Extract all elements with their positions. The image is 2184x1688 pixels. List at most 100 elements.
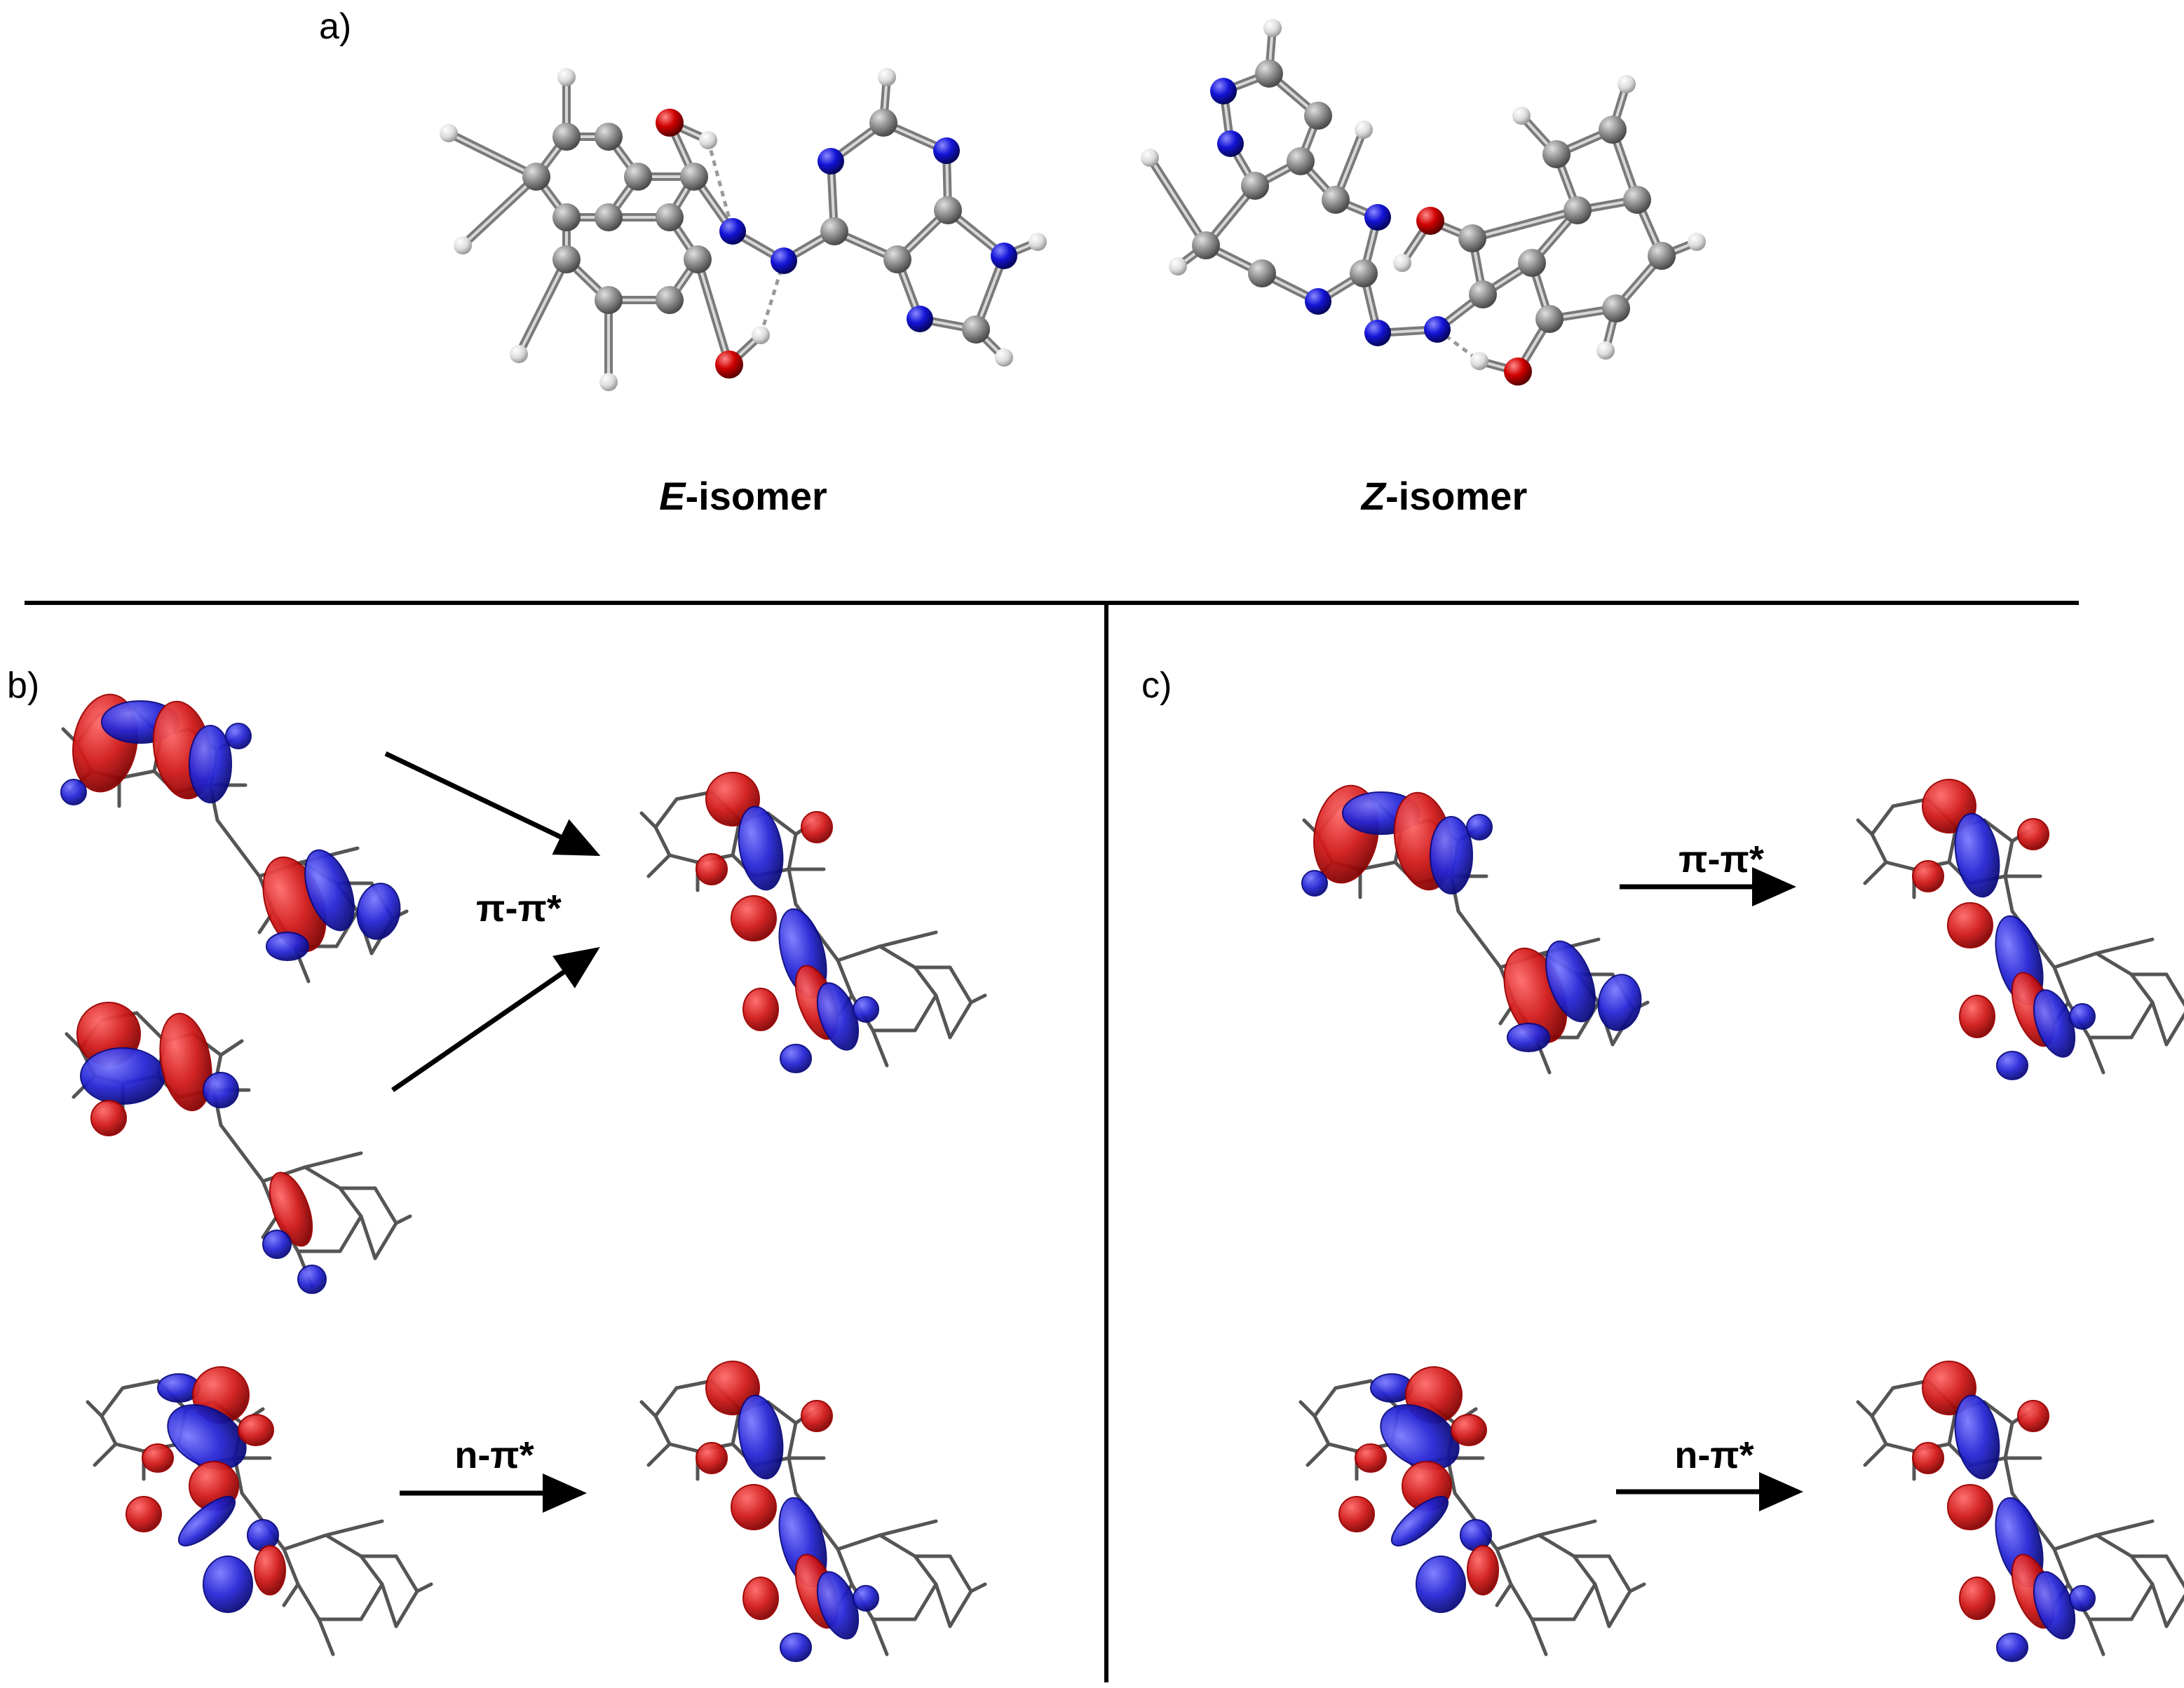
- wire-bond: [415, 1582, 433, 1593]
- wire-bond: [815, 930, 840, 962]
- positive-orbital-lobe: [1959, 1577, 1995, 1620]
- arrow-b-pi-lower: [391, 947, 600, 1092]
- negative-orbital-lobe: [1466, 814, 1493, 840]
- bond-highlight: [447, 132, 538, 178]
- wire-bond: [282, 1582, 300, 1607]
- wire-bond: [871, 1028, 889, 1068]
- carbon-atom: [1623, 186, 1651, 214]
- negative-orbital-lobe: [1597, 974, 1642, 1031]
- carbon-atom: [934, 196, 962, 224]
- wire-bond: [380, 1582, 398, 1628]
- wire-bond: [653, 825, 672, 857]
- wire-bond: [1628, 1582, 1646, 1593]
- wire-bond: [2150, 1000, 2169, 1047]
- carbon-atom: [1542, 140, 1571, 168]
- carbon-atom: [1255, 60, 1283, 88]
- positive-orbital-lobe: [731, 1484, 777, 1530]
- wire-bond: [2003, 1421, 2014, 1460]
- wire-bond: [2052, 965, 2070, 1005]
- wire-bond: [1537, 1519, 1597, 1537]
- wire-bond: [1982, 1400, 2014, 1425]
- wire-bond: [359, 1554, 384, 1586]
- wire-bond: [1593, 1582, 1611, 1628]
- wire-bond: [219, 1039, 244, 1057]
- carbon-atom: [684, 245, 712, 273]
- wire-bond: [1530, 1617, 1548, 1656]
- positive-orbital-lobe: [1338, 1496, 1375, 1532]
- carbon-atom: [883, 245, 911, 273]
- wire-bond: [653, 1414, 672, 1446]
- wire-bond: [836, 944, 882, 962]
- wire-bond: [2129, 972, 2155, 1005]
- negative-orbital-lobe: [853, 1585, 879, 1612]
- carbon-atom: [1248, 259, 1276, 287]
- wire-bond: [1863, 1442, 1888, 1467]
- oxygen-atom: [715, 350, 743, 379]
- negative-orbital-lobe: [266, 932, 309, 961]
- wire-bond: [359, 1214, 377, 1260]
- orbital-c-lumo-top: [1856, 779, 2184, 1080]
- wire-bond: [1870, 1414, 1888, 1446]
- negative-orbital-lobe: [1996, 1633, 2028, 1662]
- positive-orbital-lobe: [801, 811, 833, 843]
- wire-bond: [836, 1547, 854, 1586]
- orbital-c-lumo-bottom: [1856, 1361, 2184, 1662]
- wire-bond: [646, 853, 672, 878]
- wire-bond: [913, 1582, 938, 1621]
- negative-orbital-lobe: [738, 805, 784, 891]
- wire-bond: [1313, 1386, 1338, 1418]
- z-isomer-prefix: Z: [1361, 474, 1385, 518]
- carbon-atom: [1535, 305, 1564, 333]
- hydrogen-atom: [1355, 121, 1373, 139]
- nitrogen-atom: [991, 243, 1017, 269]
- carbon-atom: [1304, 102, 1332, 130]
- wire-bond: [1884, 860, 1916, 871]
- negative-orbital-lobe: [1954, 812, 2000, 898]
- wire-bond: [948, 1554, 973, 1593]
- wire-bond: [2087, 1617, 2105, 1656]
- wire-bond: [1607, 1589, 1632, 1628]
- bond-highlight: [696, 258, 731, 366]
- carbon-atom: [820, 217, 848, 245]
- wire-bond: [1856, 1400, 1874, 1418]
- panel-label-a: a): [319, 6, 352, 47]
- wire-bond: [948, 965, 973, 1005]
- negative-orbital-lobe: [167, 1404, 247, 1470]
- bond-highlight: [461, 175, 538, 247]
- wire-bond: [2129, 1554, 2155, 1586]
- carbon-atom: [656, 203, 684, 231]
- negative-orbital-lobe: [177, 1496, 236, 1546]
- wire-bond: [1870, 804, 1895, 836]
- wire-bond: [878, 1519, 938, 1537]
- wire-bond: [787, 832, 798, 871]
- positive-orbital-lobe: [126, 1496, 162, 1532]
- wire-bond: [787, 1456, 798, 1495]
- carbon-atom: [1192, 231, 1220, 259]
- wire-bond: [2052, 1547, 2070, 1586]
- wire-bond: [766, 1400, 798, 1425]
- hydrogen-atom: [1512, 107, 1531, 125]
- hydrogen-atom: [1169, 257, 1187, 275]
- wire-bond: [674, 790, 714, 801]
- carbon-atom: [1469, 280, 1497, 308]
- wire-bond: [2003, 1456, 2014, 1495]
- positive-orbital-lobe: [1947, 1484, 1993, 1530]
- wire-bond: [639, 811, 658, 829]
- wire-bond: [878, 944, 917, 969]
- wire-bond: [86, 1400, 104, 1418]
- wire-bond: [646, 1442, 672, 1467]
- e-isomer-prefix: E: [659, 474, 686, 518]
- wire-bond: [1495, 1533, 1541, 1551]
- oxygen-atom: [656, 109, 684, 137]
- positive-orbital-lobe: [2017, 818, 2049, 850]
- carbon-atom: [1602, 294, 1630, 322]
- negative-orbital-lobe: [738, 1394, 784, 1480]
- wire-bond: [303, 1151, 363, 1169]
- hydrogen-atom: [1688, 233, 1706, 251]
- wire-bond: [261, 1214, 279, 1239]
- wire-bond: [766, 811, 798, 836]
- wire-bond: [2164, 1012, 2184, 1047]
- wire-bond: [913, 1554, 938, 1586]
